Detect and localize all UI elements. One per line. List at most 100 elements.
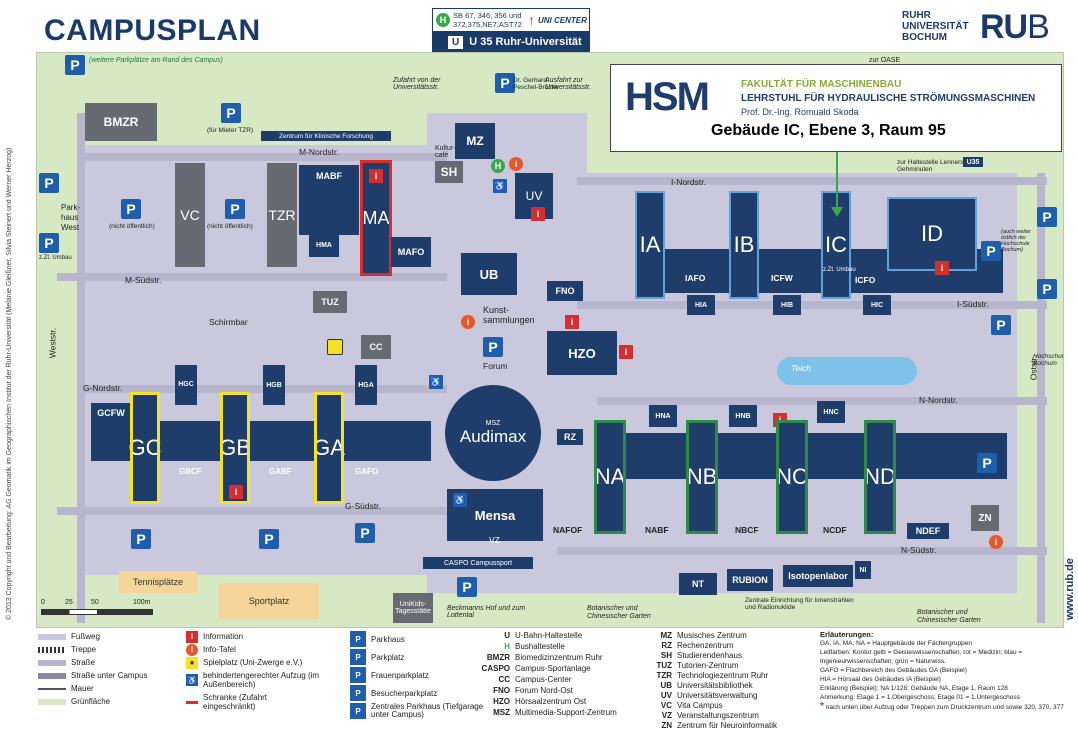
building-tzr[interactable]: TZR (267, 163, 297, 267)
parking-forum[interactable]: P (483, 337, 503, 357)
building-ic[interactable]: IC (821, 191, 851, 299)
building-ia[interactable]: IA (635, 191, 665, 299)
parking-nicht-oeff-1[interactable]: P (121, 199, 141, 219)
scale-0: 0 (41, 599, 45, 606)
building-hna[interactable]: HNA (649, 405, 677, 427)
building-vc[interactable]: VC (175, 163, 205, 267)
info-icon-uv[interactable]: i (531, 207, 545, 221)
building-nc[interactable]: NC (776, 420, 808, 534)
building-bmzr[interactable]: BMZR (85, 103, 157, 141)
info-icon-hzo-2[interactable]: i (565, 315, 579, 329)
building-isotopenlabor[interactable]: Isotopenlabor (783, 565, 853, 587)
building-gb[interactable]: GB (219, 392, 251, 504)
building-unikids[interactable]: UniKids-Tagesstätte (393, 593, 433, 623)
bus-stop-icon-center[interactable]: H (491, 159, 505, 173)
building-cc[interactable]: CC (361, 335, 391, 359)
building-hic[interactable]: HIC (863, 295, 891, 315)
building-gc[interactable]: GC (129, 392, 162, 504)
building-rubion[interactable]: RUBION (727, 569, 773, 591)
room-location: Gebäude IC, Ebene 3, Raum 95 (711, 122, 946, 139)
building-gcfw[interactable]: GCFW (91, 403, 131, 423)
building-hnb[interactable]: HNB (729, 405, 757, 427)
building-hgb[interactable]: HGB (263, 365, 285, 405)
road-i-nord (577, 177, 1047, 185)
info-icon-hzo[interactable]: i (619, 345, 633, 359)
parking-mieter-icon[interactable]: P (221, 103, 241, 123)
building-ub[interactable]: UB (461, 253, 517, 295)
kunst-label: Kunst-sammlungen (483, 305, 535, 325)
building-id[interactable]: ID (887, 197, 977, 271)
building-mafo[interactable]: MAFO (391, 237, 431, 267)
building-hzo[interactable]: HZO (547, 331, 617, 375)
street-n-sued: N-Südstr. (901, 545, 937, 555)
playground-icon[interactable] (327, 339, 343, 355)
accessible-lift-icon: ♿ (186, 674, 198, 686)
street-n-nord: N-Nordstr. (919, 395, 958, 405)
label-vz: VZ (489, 535, 500, 545)
info-icon-gb[interactable]: i (229, 485, 243, 499)
building-hga[interactable]: HGA (355, 365, 377, 405)
building-hgc[interactable]: HGC (175, 365, 197, 405)
parking-center[interactable]: P (495, 73, 515, 93)
street-g-nord: G-Nordstr. (83, 383, 123, 393)
building-na[interactable]: NA (594, 420, 626, 534)
info-icon-ma[interactable]: i (369, 169, 383, 183)
building-rz[interactable]: RZ (557, 429, 583, 445)
building-nt[interactable]: NT (679, 573, 717, 595)
fuer-mieter-label: (für Mieter TZR) (207, 127, 254, 134)
bus-ubahn-box: H SB 67, 346, 356 und 372,375,NE7,AST72 … (432, 8, 590, 52)
footpath-swatch (38, 633, 66, 640)
zentrale-label: Zentrale Einrichtung für Ionenstrahlen u… (745, 597, 854, 611)
parking-east-1[interactable]: P (1037, 207, 1057, 227)
building-audimax[interactable]: MSZ Audimax (445, 385, 541, 481)
chair-name: LEHRSTUHL FÜR HYDRAULISCHE STRÖMUNGSMASC… (741, 93, 1036, 104)
parking-east-id[interactable]: P (981, 241, 1001, 261)
u35-badge[interactable]: U35 (963, 157, 983, 167)
parking-east-3[interactable]: P (991, 315, 1011, 335)
parking-frauen-n[interactable]: P (977, 453, 997, 473)
building-tuz[interactable]: TUZ (313, 291, 347, 313)
accessible-lift-icon-center[interactable]: ♿ (493, 179, 507, 193)
oase-label: zur OASE (869, 57, 901, 64)
barrier-icon (186, 696, 198, 708)
info-tafel-kunst[interactable]: i (461, 315, 475, 329)
hsm-logo: HSM (625, 75, 710, 119)
building-nb[interactable]: NB (686, 420, 718, 534)
parking-icon[interactable]: P (65, 55, 85, 75)
info-tafel-kultur[interactable]: i (509, 157, 523, 171)
parking-east-2[interactable]: P (1037, 279, 1057, 299)
building-ni[interactable]: NI (855, 561, 871, 579)
parking-umbau[interactable]: P (39, 233, 59, 253)
parking-caspo[interactable]: P (457, 577, 477, 597)
parking-nicht-oeff-2[interactable]: P (225, 199, 245, 219)
parking-frauen-sw[interactable]: P (259, 529, 279, 549)
parking-sw-1[interactable]: P (131, 529, 151, 549)
building-mabf[interactable]: MABF (299, 165, 359, 235)
label-icfw: ICFW (771, 273, 793, 283)
parking-west[interactable]: P (39, 173, 59, 193)
label-nafof: NAFOF (553, 525, 583, 535)
building-sh[interactable]: SH (435, 161, 463, 183)
website-link[interactable]: www.rub.de (1064, 558, 1076, 620)
building-nd[interactable]: ND (864, 420, 896, 534)
building-zn[interactable]: ZN (971, 505, 999, 531)
building-mz[interactable]: MZ (455, 123, 495, 159)
info-icon-id[interactable]: i (935, 261, 949, 275)
building-zkf[interactable]: Zentrum für Klinische Forschung (261, 131, 391, 141)
building-ga[interactable]: GA (313, 392, 345, 504)
building-hib[interactable]: HIB (773, 295, 801, 315)
building-hma[interactable]: HMA (309, 233, 339, 257)
building-caspo[interactable]: CASPO Campussport (423, 557, 533, 569)
hochschule-label: Hochschule Bochum (1033, 353, 1064, 367)
building-ib[interactable]: IB (729, 191, 759, 299)
parking-sw-3[interactable]: P (355, 523, 375, 543)
building-hnc[interactable]: HNC (817, 401, 845, 423)
street-m-sued: M-Südstr. (125, 275, 162, 285)
building-fno[interactable]: FNO (547, 281, 583, 301)
accessible-lift-icon-west[interactable]: ♿ (429, 375, 443, 389)
info-tafel-zn[interactable]: i (989, 535, 1003, 549)
accessible-lift-icon-south[interactable]: ♿ (453, 493, 467, 507)
building-ndef[interactable]: NDEF (907, 523, 949, 539)
building-hia[interactable]: HIA (687, 295, 715, 315)
